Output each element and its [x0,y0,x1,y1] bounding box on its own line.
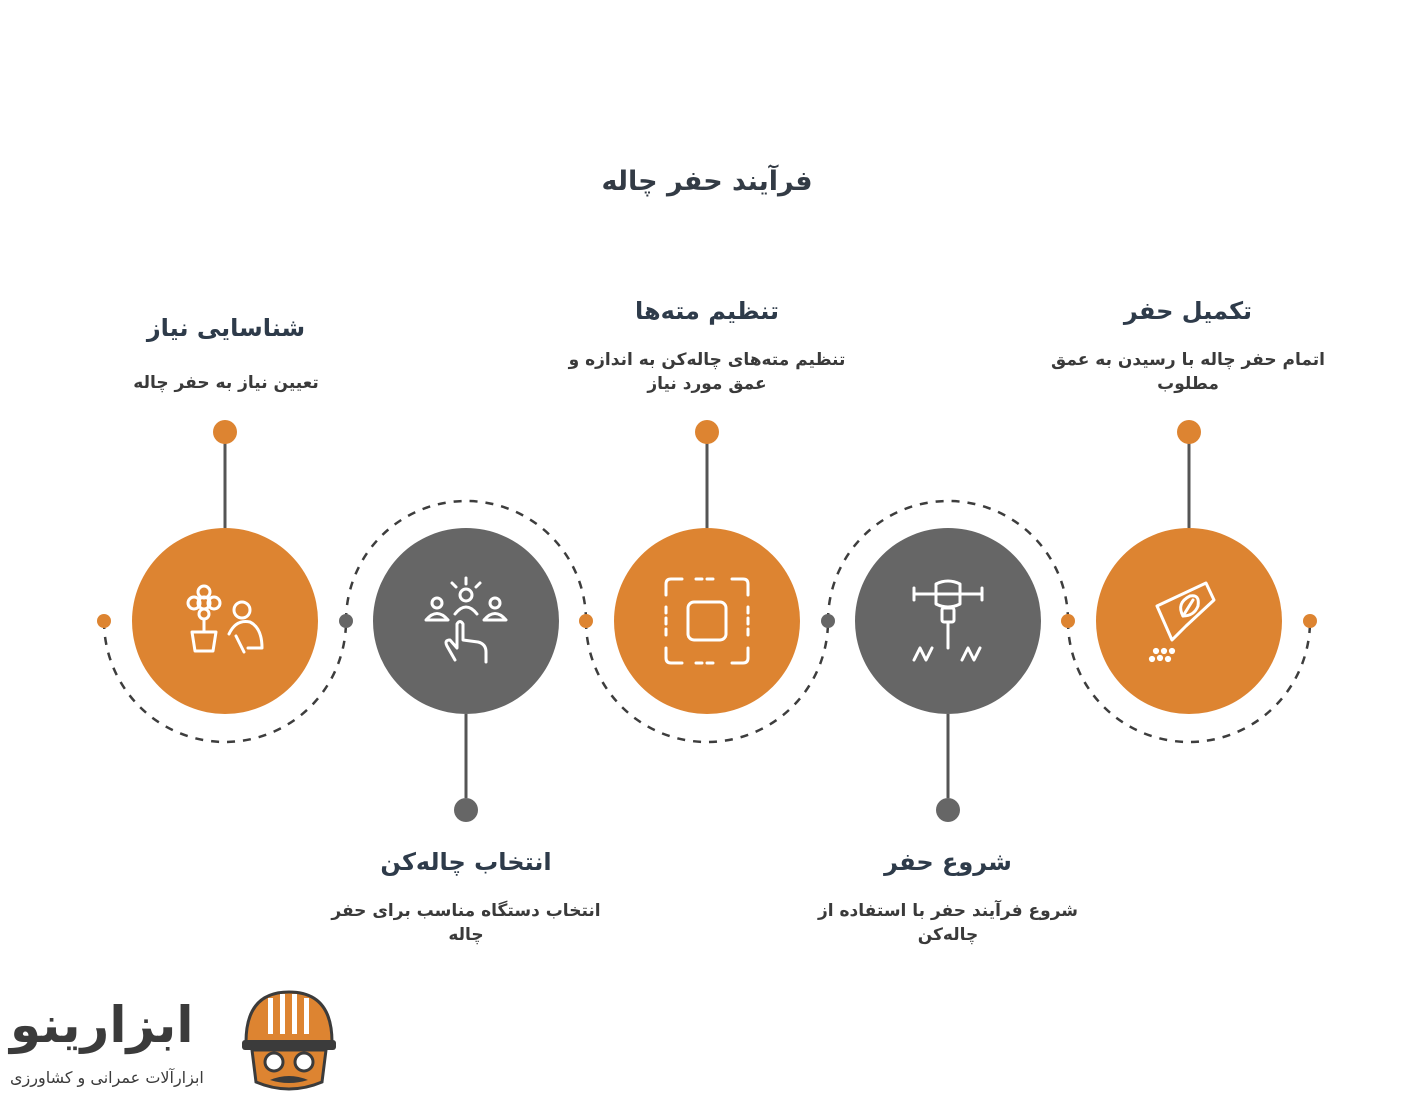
step-3-desc-line-2: عمق مورد نیاز [647,374,767,394]
step-1-desc-line-1: تعیین نیاز به حفر چاله [133,373,319,393]
connector-arc-5 [1066,620,1312,744]
step-1-title: شناسایی نیاز [146,314,306,342]
step-4-desc-line-2: چاله‌کن [917,925,979,945]
logo-tagline: ابزارآلات عمرانی و کشاورزی [10,1068,204,1087]
stem-dot-2 [454,798,478,822]
connector-arc-2 [344,499,588,622]
flower-person-icon [186,584,264,654]
joint-dot-5 [1061,614,1075,628]
group-select-hand-icon [424,576,508,664]
stem-dot-5 [1177,420,1201,444]
step-4-desc-line-1: شروع فرآیند حفر با استفاده از [817,901,1079,921]
stem-dot-3 [695,420,719,444]
joint-dot-1 [97,614,111,628]
step-1-circle [132,528,318,714]
step-2-desc-line-1: انتخاب دستگاه مناسب برای حفر [331,901,601,921]
connector-arc-3 [584,620,830,744]
helmet-mascot-icon [242,990,336,1091]
step-4-title: شروع حفر [884,848,1012,876]
step-3-desc-line-1: تنظیم مته‌های چاله‌کن به اندازه و [568,350,846,370]
step-5-desc-line-2: مطلوب [1157,374,1219,394]
step-3-circle [614,528,800,714]
step-2-circle [373,528,559,714]
stem-dot-1 [213,420,237,444]
joint-dot-4 [821,614,835,628]
joint-dot-6 [1303,614,1317,628]
diagram-title: فرآیند حفر چاله [601,166,813,197]
logo-name: ابزارینو [10,996,194,1054]
step-5-circle [1096,528,1282,714]
step-2-title: انتخاب چاله‌کن [380,848,552,876]
step-2-desc-line-2: چاله [448,925,484,945]
stem-dot-4 [936,798,960,822]
step-5-title: تکمیل حفر [1123,297,1253,325]
step-5-desc-line-1: اتمام حفر چاله با رسیدن به عمق [1051,350,1325,370]
jackhammer-icon [912,579,984,662]
connector-arc-4 [826,499,1070,622]
step-3-title: تنظیم مته‌ها [634,297,780,325]
seed-packet-icon [1148,581,1216,663]
joint-dot-2 [339,614,353,628]
focus-frame-icon [664,577,750,665]
connector-arc-1 [102,620,348,744]
joint-dot-3 [579,614,593,628]
